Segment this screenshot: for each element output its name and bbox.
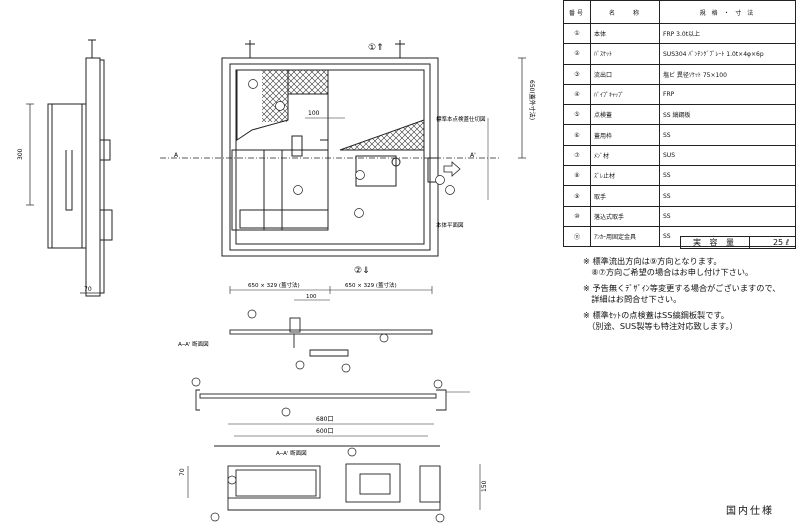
spec-no: ⑩ xyxy=(563,205,591,227)
spec-value: SS xyxy=(659,205,796,227)
dim-lid-left: 650 × 329 (蓋寸法) xyxy=(248,281,300,289)
dim-680: 680口 xyxy=(316,416,333,423)
dim-600: 600口 xyxy=(316,428,333,435)
section-a-text: A xyxy=(174,152,179,159)
note-line: ※ 標準流出方向は⑨方向となります。 xyxy=(583,256,722,266)
spec-name: 流出口 xyxy=(590,63,660,85)
capacity-value: 25 ℓ xyxy=(772,238,789,247)
spec-value: 塩ビ 異径ｿｹｯﾄ 75×100 xyxy=(659,63,796,85)
spec-name: 本体 xyxy=(590,22,660,45)
dim-100-top-text: 100 xyxy=(308,110,320,117)
spec-header-name: 名 称 xyxy=(590,0,660,24)
spec-no: ② xyxy=(563,43,591,65)
notes: ※ 標準流出方向は⑨方向となります。 ⑧⑦方向ご希望の場合はお申し付け下さい。 … xyxy=(583,256,797,332)
spec-value: SUS xyxy=(659,144,796,167)
note-line: ※ 標準ｾｯﾄの点検蓋はSS縞鋼板製です。 xyxy=(583,310,729,320)
spec-name: 落込式取手 xyxy=(590,205,660,227)
dim-side-bottom-text: 70 xyxy=(84,286,92,293)
spec-value: FRP 3.0t以上 xyxy=(659,22,796,45)
section-label-2: A─A' 断面図 xyxy=(276,449,307,457)
lid-elevation xyxy=(195,389,470,411)
dir-bottom-text: ②⇓ xyxy=(354,266,370,276)
note-line: 詳細はお問合せ下さい。 xyxy=(583,294,682,304)
dir-top-text: ①⇑ xyxy=(368,43,384,53)
spec-name: 取手 xyxy=(590,185,660,207)
note-line: （別途、SUS製等も特注対応致します。） xyxy=(583,321,738,331)
spec-value: FRP xyxy=(659,83,796,106)
spec-name: 蓋用枠 xyxy=(590,124,660,146)
section-lower-callouts xyxy=(210,447,445,523)
spec-no: ⑪ xyxy=(563,225,591,248)
spec-no: ⑨ xyxy=(563,185,591,207)
plan-view xyxy=(160,40,526,257)
section-lower xyxy=(187,423,481,511)
spec-header-spec: 規 格 ・ 寸 法 xyxy=(659,0,796,24)
title-stamp: 国内仕様 xyxy=(726,506,774,517)
dim-100-mid: 100 xyxy=(306,294,317,300)
spec-value: SS xyxy=(659,165,796,187)
spec-name: 点検蓋 xyxy=(590,104,660,126)
spec-name: ﾊﾞｲﾌﾟｷｬｯﾌﾟ xyxy=(590,83,660,106)
spec-no: ⑥ xyxy=(563,124,591,146)
spec-no: ① xyxy=(563,22,591,45)
spec-name: ｽﾞﾚ止材 xyxy=(590,165,660,187)
spec-value: SS 縞鋼板 xyxy=(659,104,796,126)
dim-outer-text: 650(蓋外寸法) xyxy=(528,80,536,120)
section-a2-text: A' xyxy=(470,152,476,159)
dim-150: 150 xyxy=(481,480,488,492)
note-line: ※ 予告無くﾃﾞｻﾞｲﾝ等変更する場合がございますので、 xyxy=(583,283,781,293)
dim-70: 70 xyxy=(179,468,186,476)
spec-no: ④ xyxy=(563,83,591,106)
section-upper-callouts xyxy=(247,309,389,373)
spec-no: ⑤ xyxy=(563,104,591,126)
side-elevation xyxy=(26,39,113,297)
capacity-label: 実 容 量 xyxy=(681,237,750,248)
spec-no: ⑦ xyxy=(563,144,591,167)
spec-no: ⑧ xyxy=(563,165,591,187)
spec-value: SS xyxy=(659,124,796,146)
dim-side-text: 300 xyxy=(17,148,24,160)
capacity-box: 実 容 量 25 ℓ xyxy=(680,236,796,249)
spec-name: ﾒﾝﾞ材 xyxy=(590,144,660,167)
section-upper xyxy=(229,286,433,357)
spec-value: SS xyxy=(659,185,796,207)
section-label-1: A─A' 断面図 xyxy=(178,340,209,348)
spec-name: ﾊﾞｽｹｯﾄ xyxy=(590,43,660,65)
dim-lid-right: 650 × 329 (蓋寸法) xyxy=(345,281,397,289)
note-line: ⑧⑦方向ご希望の場合はお申し付け下さい。 xyxy=(583,267,754,277)
plan-callouts xyxy=(248,79,455,218)
flow-arrow xyxy=(443,161,461,177)
plan-label-upper: 標準本点検蓋仕切図 xyxy=(436,115,486,123)
spec-name: ｱﾝｶｰ用固定金具 xyxy=(590,225,660,248)
spec-no: ③ xyxy=(563,63,591,85)
lid-callouts xyxy=(191,377,443,417)
spec-header-row: 番号 名 称 規 格 ・ 寸 法 xyxy=(563,0,796,24)
spec-header-no: 番号 xyxy=(563,0,591,24)
spec-value: SUS304 ﾊﾟﾝﾁﾝｸﾞﾌﾟﾚｰﾄ 1.0t×4φ×6p xyxy=(659,43,796,65)
plan-label-lower: 本体平面図 xyxy=(436,221,464,229)
